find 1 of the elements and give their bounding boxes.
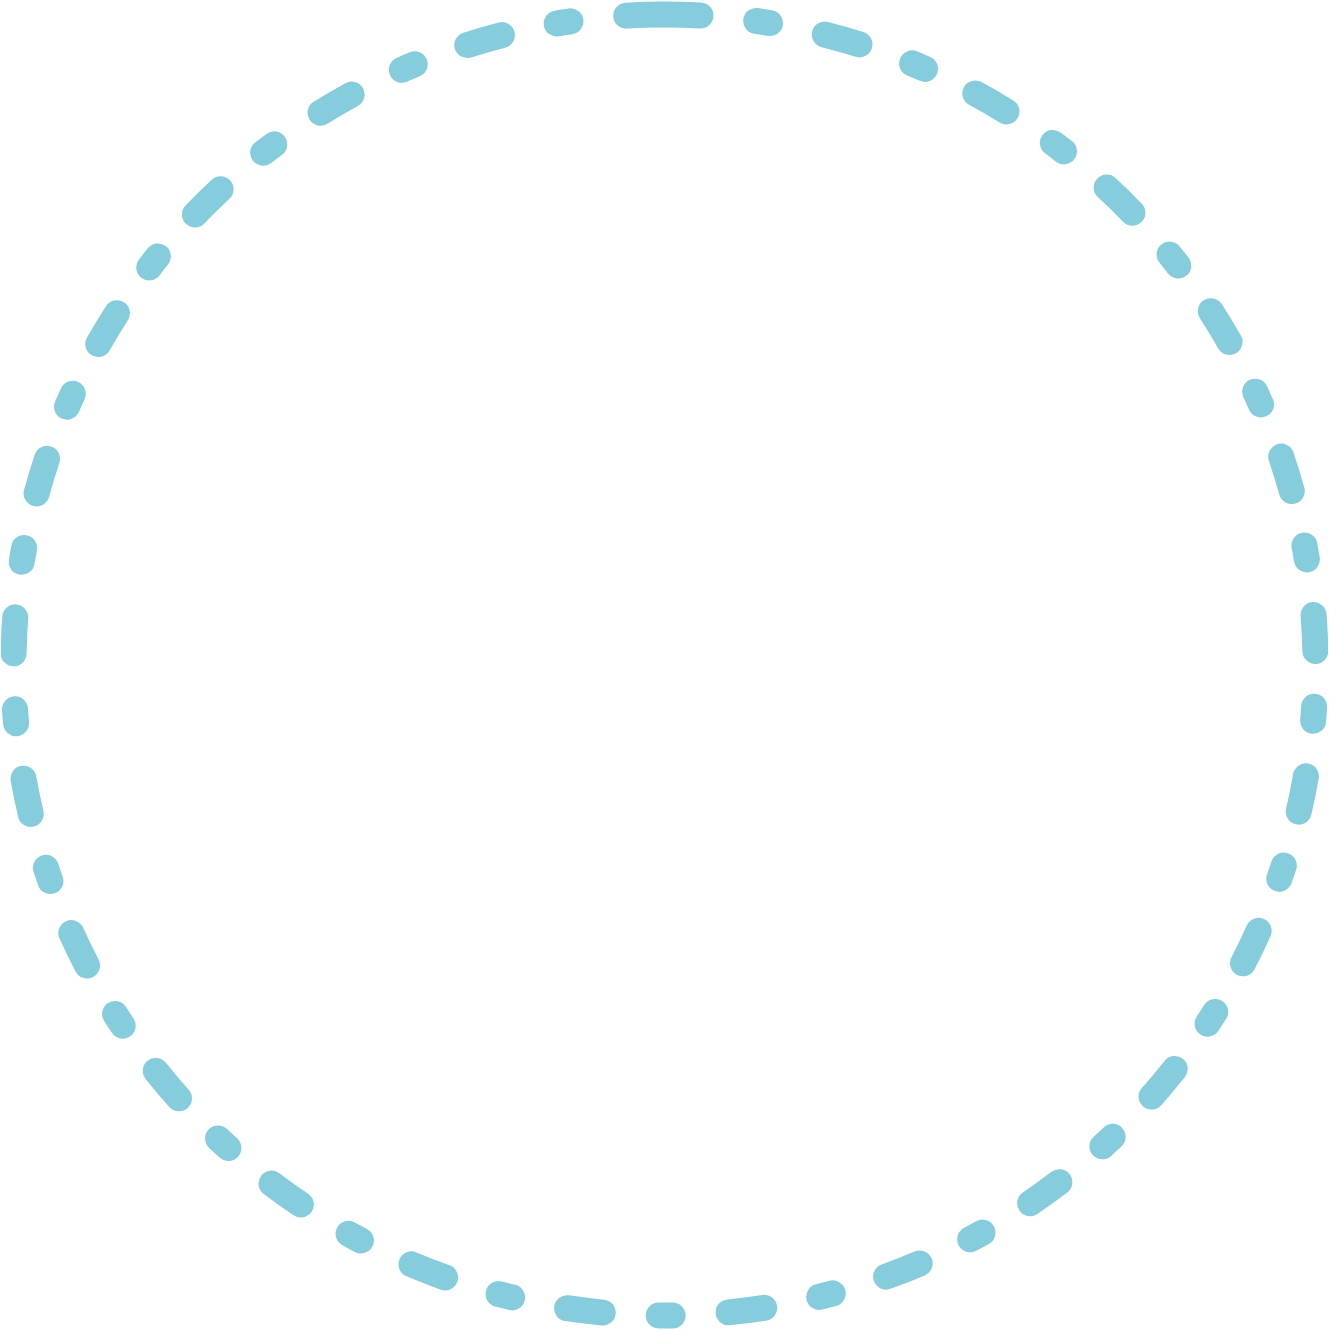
dashed-circle <box>1 1 1328 1329</box>
